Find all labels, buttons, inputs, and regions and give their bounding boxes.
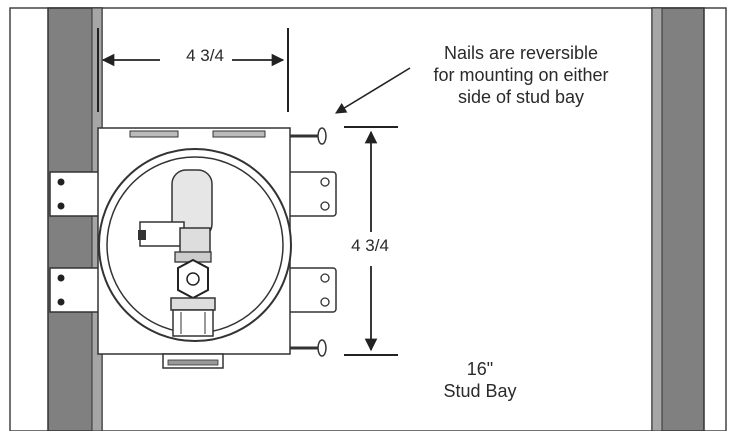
- bottom-nail: [290, 339, 327, 357]
- top-nail: [290, 127, 327, 145]
- knockout-slot: [129, 130, 179, 138]
- height-dimension-label: 4 3/4: [351, 236, 389, 255]
- callout-line: Nails are reversible: [443, 43, 599, 63]
- bottom-tab: [162, 353, 224, 369]
- callout-line: for mounting on either: [433, 65, 609, 85]
- right-flange-bottom: [287, 267, 337, 313]
- nail-callout-note: Nails are reversible for mounting on eit…: [398, 42, 644, 108]
- right-stud-inner: [651, 7, 663, 432]
- callout-arrow: [335, 67, 411, 114]
- right-flange-top: [287, 171, 337, 217]
- callout-line: side of stud bay: [457, 87, 585, 107]
- width-dimension-label: 4 3/4: [186, 46, 224, 65]
- left-flange-top: [49, 171, 103, 217]
- knockout-slot: [212, 130, 266, 138]
- stud-bay-label: 16" Stud Bay: [420, 358, 540, 402]
- left-flange-bottom: [49, 267, 103, 313]
- stud-bay-size: 16": [466, 359, 494, 379]
- stud-bay-text: Stud Bay: [443, 381, 517, 401]
- water-valve: [138, 169, 216, 337]
